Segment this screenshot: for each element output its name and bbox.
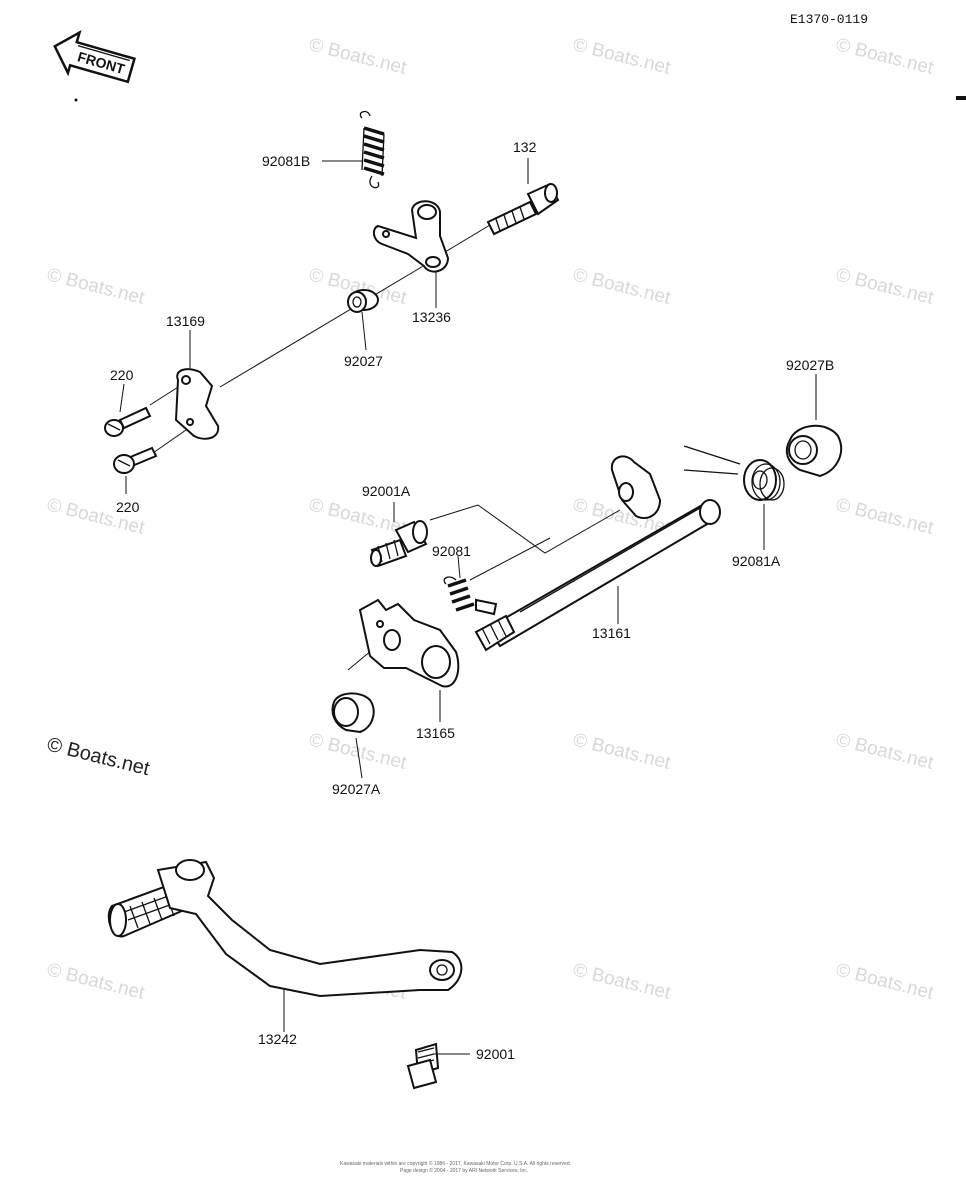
watermark-text: © Boats.net: [571, 729, 673, 774]
watermark-text: © Boats.net: [45, 959, 147, 1004]
watermark-text-dark: © Boats.net: [45, 734, 152, 781]
copyright-line-1: Kawasaki materials within are copyright …: [340, 1160, 571, 1167]
collar-92027: [347, 289, 379, 313]
bolt-92001: [406, 1042, 440, 1090]
collar-92027b: [785, 424, 843, 478]
callout-92001: 92001: [476, 1046, 515, 1062]
watermark-text: © Boats.net: [834, 34, 936, 79]
arm-13165: [358, 598, 460, 688]
bolt-220-bottom: [113, 446, 158, 474]
speck: [74, 98, 78, 102]
copyright-line-2: Page design © 2004 - 2017 by ARI Network…: [400, 1167, 528, 1174]
watermark-text: © Boats.net: [571, 264, 673, 309]
lever-13236: [372, 200, 450, 273]
collar-92027a: [331, 692, 375, 734]
watermark-text: © Boats.net: [834, 494, 936, 539]
diagram-code: E1370-0119: [790, 12, 868, 27]
shaft-13161: [474, 455, 721, 652]
bolt-220-top: [104, 406, 152, 437]
watermark-text: © Boats.net: [571, 959, 673, 1004]
spring-92081b: [359, 110, 385, 189]
bolt-132: [486, 182, 560, 236]
watermark-text: © Boats.net: [834, 264, 936, 309]
callout-132: 132: [513, 139, 537, 155]
callout-92027a: 92027A: [332, 781, 381, 797]
callout-labels: 92081B 132 13236 13169 92027 220 220 920…: [110, 139, 834, 1062]
spring-92081: [443, 576, 498, 616]
spring-92081a: [683, 445, 785, 501]
watermark-text: © Boats.net: [307, 34, 409, 79]
edge-mark: [956, 96, 966, 100]
callout-92001a: 92001A: [362, 483, 411, 499]
callout-92081b: 92081B: [262, 153, 310, 169]
watermark-layer: © Boats.net © Boats.net © Boats.net © Bo…: [45, 34, 936, 1004]
callout-leaders: [119, 158, 817, 1055]
callout-92081: 92081: [432, 543, 471, 559]
callout-92027: 92027: [344, 353, 383, 369]
callout-220-bottom: 220: [116, 499, 140, 515]
watermark-text: © Boats.net: [834, 959, 936, 1004]
bolt-92001a: [370, 520, 428, 568]
callout-13161: 13161: [592, 625, 631, 641]
callout-13236: 13236: [412, 309, 451, 325]
pedal-13242: [107, 859, 463, 998]
plate-13169: [174, 368, 220, 440]
watermark-text: © Boats.net: [834, 729, 936, 774]
front-arrow-icon: FRONT: [53, 30, 136, 84]
callout-13165: 13165: [416, 725, 455, 741]
callout-220-top: 220: [110, 367, 134, 383]
callout-13169: 13169: [166, 313, 205, 329]
callout-13242: 13242: [258, 1031, 297, 1047]
watermark-text: © Boats.net: [45, 264, 147, 309]
callout-92027b: 92027B: [786, 357, 834, 373]
watermark-text: © Boats.net: [571, 34, 673, 79]
callout-92081a: 92081A: [732, 553, 781, 569]
